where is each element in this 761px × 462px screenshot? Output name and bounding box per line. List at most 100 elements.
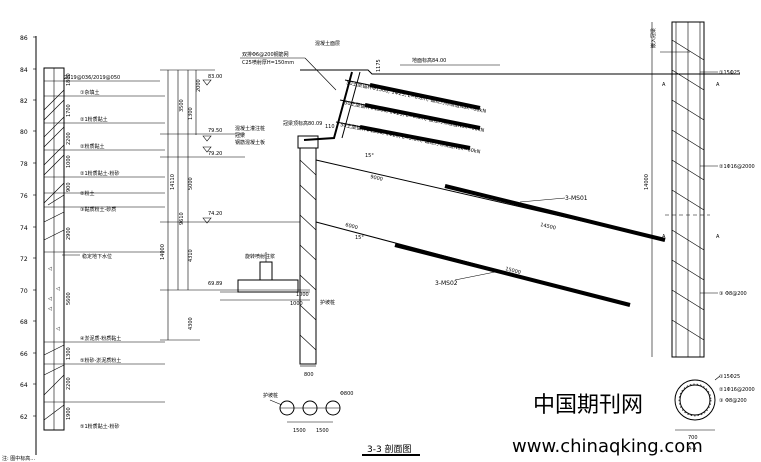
- anchor2-angle: 15°: [355, 235, 364, 241]
- layer-7: ④淤泥质-粉质黏土: [80, 335, 121, 342]
- layer-6: ③黏质粉土-砂质: [80, 206, 116, 213]
- section-callout-3: ③ Φ8@200: [719, 398, 747, 404]
- thickness-7: 5600: [66, 292, 72, 305]
- dim-1175: 1175: [376, 59, 382, 72]
- section-name: A-A: [688, 446, 697, 452]
- anchor1-bond: 14500: [540, 222, 557, 231]
- elev-tick-68: 68: [20, 319, 28, 326]
- dim-9610: 9610: [179, 212, 185, 225]
- thickness-4: 1000: [66, 155, 72, 168]
- layer-3: ②粉质黏土: [80, 143, 104, 150]
- elev-69-89: 69.89: [208, 281, 222, 287]
- pile-note-2: 冠梁: [235, 132, 245, 139]
- anchor1-angle: 15°: [365, 153, 374, 159]
- watermark: 中国期刊网 www.chinaqking.com: [512, 393, 703, 457]
- pile-note-3: 钢筋混凝土板: [235, 139, 265, 146]
- note-shotcrete: C25喷射厚H=150mm: [242, 59, 294, 66]
- plan-spacing-2: 1500: [316, 428, 329, 434]
- cap-note: 旋转喷射注浆: [245, 253, 275, 260]
- section-callout-2: ②1Φ16@2000: [719, 387, 755, 393]
- section-mark-a-right-2: A: [716, 234, 720, 240]
- layer-1: ①杂填土: [80, 89, 99, 96]
- dim-5000: 5000: [188, 177, 194, 190]
- section-mark-a-right: A: [716, 82, 720, 88]
- elev-79-50: 79.50: [208, 128, 222, 134]
- dim-110: 110: [325, 124, 335, 130]
- elev-83: 83.00: [208, 74, 222, 80]
- section-outer-circle: [674, 379, 716, 421]
- section-mark-a-left: A: [662, 82, 666, 88]
- elev-tick-86: 86: [20, 35, 28, 42]
- detail-height: 14000: [644, 174, 650, 190]
- borehole-column: 2019@036/2019@050 ◁ ◁: [43, 67, 165, 431]
- plan-spacing-1: 1500: [293, 428, 306, 434]
- pile-detail: 嵌入冠梁 14000 A A A A ①15Φ25 ②1Φ16@2000 ③ Φ…: [644, 21, 755, 452]
- svg-text:◁: ◁: [48, 306, 52, 312]
- dim-14110: 14110: [170, 174, 176, 190]
- elev-tick-74: 74: [20, 225, 28, 232]
- thickness-3: 2200: [66, 132, 72, 145]
- layer-5: ②粉土: [80, 190, 94, 197]
- thickness-5: 900: [66, 182, 72, 192]
- pile-dim-1000: 1000: [290, 301, 303, 307]
- elev-tick-72: 72: [20, 256, 28, 263]
- thickness-10: 1900: [66, 407, 72, 420]
- svg-text:◁: ◁: [56, 326, 60, 332]
- elev-tick-62: 62: [20, 414, 28, 421]
- elev-tick-70: 70: [20, 288, 28, 295]
- thickness-1: 1800: [66, 73, 72, 86]
- elev-tick-82: 82: [20, 98, 28, 105]
- callout-spiral: ③ Φ8@200: [719, 291, 747, 297]
- elev-tick-66: 66: [20, 351, 28, 358]
- thickness-9: 2200: [66, 377, 72, 390]
- callout-main-bars: ①15Φ25: [719, 70, 740, 76]
- plan-label: 护坡桩: [263, 392, 278, 399]
- dim-14000: 14000: [160, 244, 166, 260]
- thickness-2: 1700: [66, 104, 72, 117]
- pile-label: 护坡桩: [320, 299, 335, 306]
- elev-tick-84: 84: [20, 67, 28, 74]
- elev-tick-64: 64: [20, 382, 28, 389]
- elev-79-20: 79.20: [208, 151, 222, 157]
- anchor2-free: 6000: [344, 222, 358, 231]
- anchor1-free: 9000: [370, 174, 384, 183]
- note-mesh: 双排Φ6@200钢筋网: [242, 51, 289, 58]
- elev-tick-76: 76: [20, 193, 28, 200]
- layer-4: ②1粉质黏土-粉砂: [80, 170, 119, 177]
- groundwater-label: 稳定地下水位: [82, 253, 112, 260]
- layer-2: ②1粉质黏土: [80, 116, 108, 123]
- main-section: 2000 3500 1300 14110 9610 5000 4310 1400…: [160, 40, 740, 456]
- elev-74-20: 74.20: [208, 211, 222, 217]
- borehole-header: 2019@036/2019@050: [64, 75, 120, 81]
- layer-9: ⑤1粉质黏土-粉砂: [80, 423, 119, 430]
- svg-text:◁: ◁: [48, 296, 52, 302]
- callout-stirrup-ring: ②1Φ16@2000: [719, 164, 755, 170]
- anchor2-tag: 3-MS02: [435, 280, 458, 287]
- note-ground-elev: 地面标高84.00: [412, 57, 446, 64]
- anchor1-tag: 3-MS01: [565, 195, 588, 202]
- thickness-6: 2900: [66, 227, 72, 240]
- section-dim: 700: [688, 435, 698, 441]
- watermark-cn: 中国期刊网: [533, 393, 643, 418]
- svg-text:◁: ◁: [48, 266, 52, 272]
- elev-tick-80: 80: [20, 129, 28, 136]
- dim-2000: 2000: [196, 79, 202, 92]
- bottom-left-dim: 1000: [296, 292, 309, 298]
- section-callout-1: ①15Φ25: [719, 374, 740, 380]
- plan-pile-dia: Φ800: [340, 391, 353, 397]
- thickness-8: 1300: [66, 347, 72, 360]
- layer-8: ⑤粉砂-淤泥质粉土: [80, 357, 121, 364]
- elev-tick-78: 78: [20, 161, 28, 168]
- svg-text:◁: ◁: [56, 286, 60, 292]
- note-capbeam-elev: 冠梁顶标高80.09: [283, 120, 322, 127]
- section-mark-a-left-2: A: [662, 234, 666, 240]
- anchor2-bond: 15000: [504, 266, 521, 276]
- note-surface: 混凝土面层: [315, 40, 340, 47]
- drawing-title: 3-3 剖面图: [367, 443, 412, 455]
- watermark-url: www.chinaqking.com: [512, 436, 703, 457]
- pile-note-1: 混凝土灌注桩: [235, 125, 265, 132]
- dim-4310: 4310: [188, 249, 194, 262]
- footer-note: 注: 图中标高...: [2, 455, 35, 462]
- dim-4300: 4300: [188, 317, 194, 330]
